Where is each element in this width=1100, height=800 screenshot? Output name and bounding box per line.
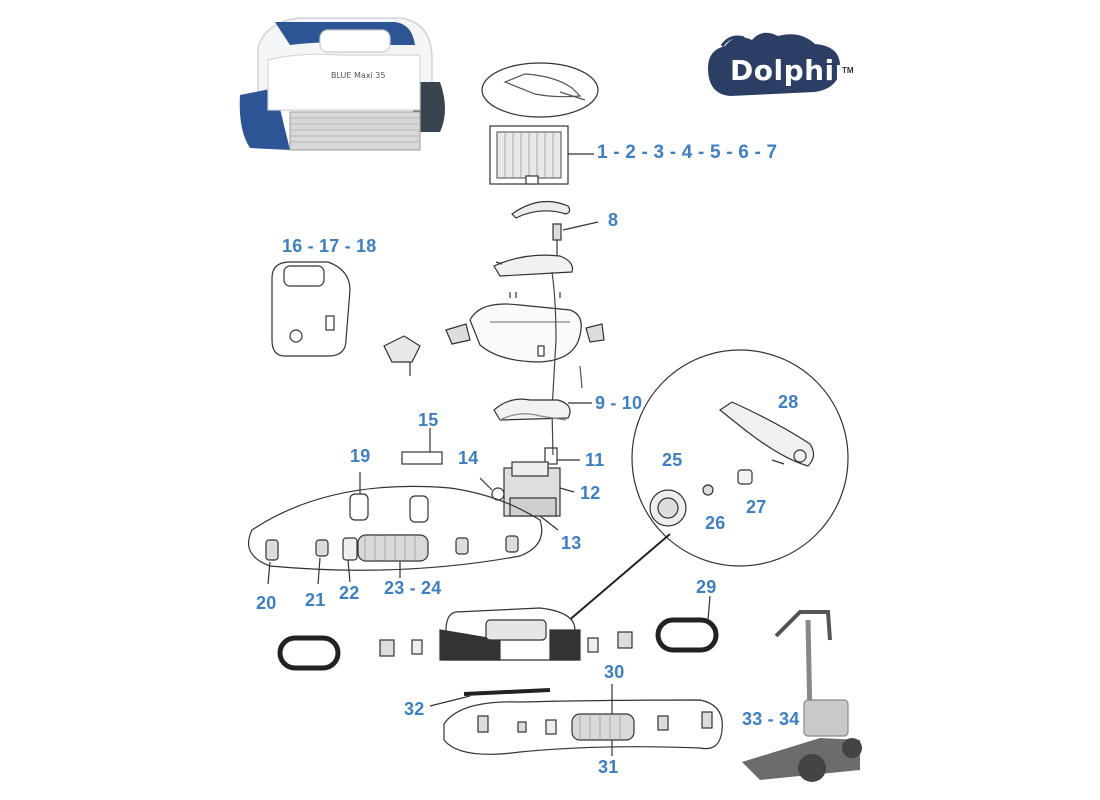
caddy-photo xyxy=(742,610,862,782)
top-cover xyxy=(493,254,574,298)
robot-model-label: BLUE Maxi 35 xyxy=(331,71,386,80)
side-bracket xyxy=(383,335,421,376)
swivel xyxy=(552,223,562,255)
callout-30: 30 xyxy=(604,662,625,682)
callout-15: 15 xyxy=(418,410,439,430)
callout-28: 28 xyxy=(778,392,799,412)
filter-cover-detail xyxy=(481,62,599,118)
callout-29: 29 xyxy=(696,577,717,597)
motor-unit xyxy=(491,461,561,517)
left-track xyxy=(277,635,341,671)
callout-20: 20 xyxy=(256,593,277,613)
callout-13: 13 xyxy=(561,533,582,553)
brand-name: Dolphin xyxy=(730,54,856,87)
dolphin-logo xyxy=(708,32,840,96)
callout-22: 22 xyxy=(339,583,360,603)
callout-25: 25 xyxy=(662,450,683,470)
roller-assembly xyxy=(248,485,543,571)
brand-logo: Dolphin TM xyxy=(706,38,856,100)
power-supply xyxy=(271,261,351,357)
callout-19: 19 xyxy=(350,446,371,466)
callout-33-34: 33 - 34 xyxy=(742,709,800,729)
handle xyxy=(511,200,571,219)
callout-11: 11 xyxy=(585,450,605,470)
brand-trademark: TM xyxy=(842,66,854,75)
callout-9-10: 9 - 10 xyxy=(595,393,643,413)
filter-card xyxy=(401,451,443,465)
callout-27: 27 xyxy=(746,497,767,517)
callout-32: 32 xyxy=(404,699,425,719)
body-shell xyxy=(445,303,605,363)
callout-23-24: 23 - 24 xyxy=(384,578,442,598)
callout-12: 12 xyxy=(580,483,601,503)
cable-clip xyxy=(544,447,558,465)
callout-21: 21 xyxy=(305,590,326,610)
callout-16-18: 16 - 17 - 18 xyxy=(282,236,377,256)
callout-14: 14 xyxy=(458,448,479,468)
robot-photo xyxy=(239,17,445,151)
filter-basket xyxy=(489,125,569,185)
callout-26: 26 xyxy=(705,513,726,533)
right-track xyxy=(655,617,719,653)
callout-1-7: 1 - 2 - 3 - 4 - 5 - 6 - 7 xyxy=(597,142,778,163)
callout-8: 8 xyxy=(608,210,619,230)
lower-roller-assembly xyxy=(443,699,723,755)
main-chassis xyxy=(439,607,581,661)
impeller-housing xyxy=(493,398,571,421)
callout-31: 31 xyxy=(598,757,619,777)
wheel-detail-circle xyxy=(631,349,849,567)
